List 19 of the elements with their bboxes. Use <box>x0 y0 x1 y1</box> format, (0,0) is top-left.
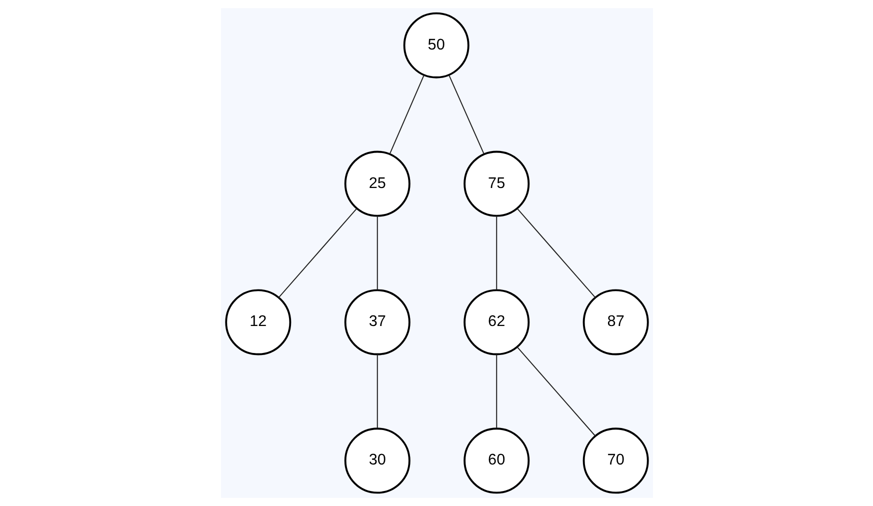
connector <box>516 208 596 298</box>
connector <box>496 216 497 290</box>
node-circle: 12 <box>224 289 291 356</box>
connector <box>376 216 378 290</box>
node-circle: 30 <box>344 428 410 494</box>
connector <box>516 346 596 436</box>
node-circle: 60 <box>463 428 530 494</box>
connector <box>448 74 484 154</box>
connector <box>278 208 357 298</box>
connector <box>496 354 497 428</box>
node-circle: 50 <box>402 12 469 78</box>
node-circle: 70 <box>582 428 648 494</box>
node-circle: 87 <box>582 289 648 356</box>
node-circle: 37 <box>344 289 410 356</box>
node-circle: 62 <box>463 289 530 356</box>
connector <box>388 74 424 154</box>
node-circle: 75 <box>463 150 530 217</box>
connector <box>376 354 378 428</box>
node-circle: 25 <box>344 150 410 217</box>
